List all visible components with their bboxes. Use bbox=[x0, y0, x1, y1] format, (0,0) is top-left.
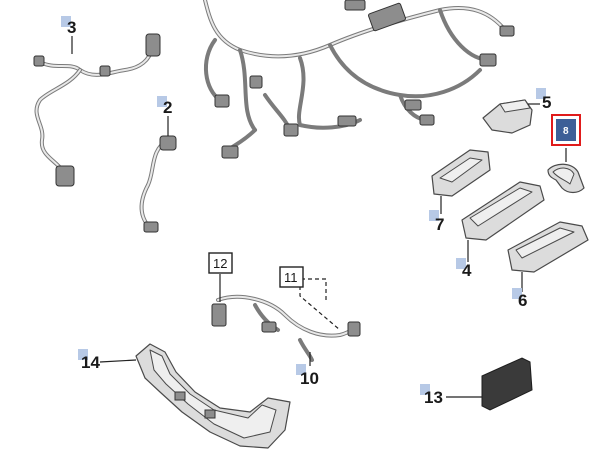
svg-text:6: 6 bbox=[518, 291, 527, 310]
callout-12[interactable]: 12 bbox=[208, 252, 233, 274]
callout-3[interactable]: 3 bbox=[61, 16, 76, 37]
callout-7[interactable]: 7 bbox=[429, 210, 444, 234]
part-1-main-harness[interactable] bbox=[203, 0, 515, 159]
part-8-clip[interactable] bbox=[547, 163, 585, 194]
callout-5[interactable]: 5 bbox=[536, 88, 551, 112]
svg-text:14: 14 bbox=[81, 353, 100, 372]
svg-text:3: 3 bbox=[67, 18, 76, 37]
callout-10[interactable]: 10 bbox=[296, 364, 319, 388]
part-7-cover[interactable] bbox=[431, 149, 491, 197]
callout-4[interactable]: 4 bbox=[456, 258, 472, 280]
svg-text:2: 2 bbox=[163, 98, 172, 117]
callout-14[interactable]: 14 bbox=[78, 349, 100, 372]
callout-6[interactable]: 6 bbox=[512, 288, 527, 310]
part-5-bracket[interactable] bbox=[482, 99, 533, 134]
svg-text:7: 7 bbox=[435, 215, 444, 234]
svg-text:11: 11 bbox=[284, 270, 298, 285]
part-13-panel[interactable] bbox=[481, 357, 533, 411]
part-3-left-harness[interactable] bbox=[33, 33, 161, 187]
callout-8-selected[interactable]: 8 bbox=[551, 114, 581, 146]
callout-2[interactable]: 2 bbox=[157, 96, 172, 117]
callout-13[interactable]: 13 bbox=[420, 384, 443, 407]
svg-text:10: 10 bbox=[300, 369, 319, 388]
svg-text:12: 12 bbox=[213, 256, 227, 271]
part-10-harness[interactable] bbox=[211, 294, 361, 362]
svg-text:5: 5 bbox=[542, 93, 551, 112]
part-4-cable-channel[interactable] bbox=[461, 181, 545, 241]
part-2-small-harness[interactable] bbox=[139, 135, 177, 233]
svg-text:13: 13 bbox=[424, 388, 443, 407]
svg-text:4: 4 bbox=[462, 261, 472, 280]
part-6-cable-channel[interactable] bbox=[507, 221, 589, 273]
part-14-duct[interactable] bbox=[135, 343, 291, 449]
callout-11[interactable]: 11 bbox=[279, 266, 304, 288]
svg-text:8: 8 bbox=[563, 126, 569, 137]
